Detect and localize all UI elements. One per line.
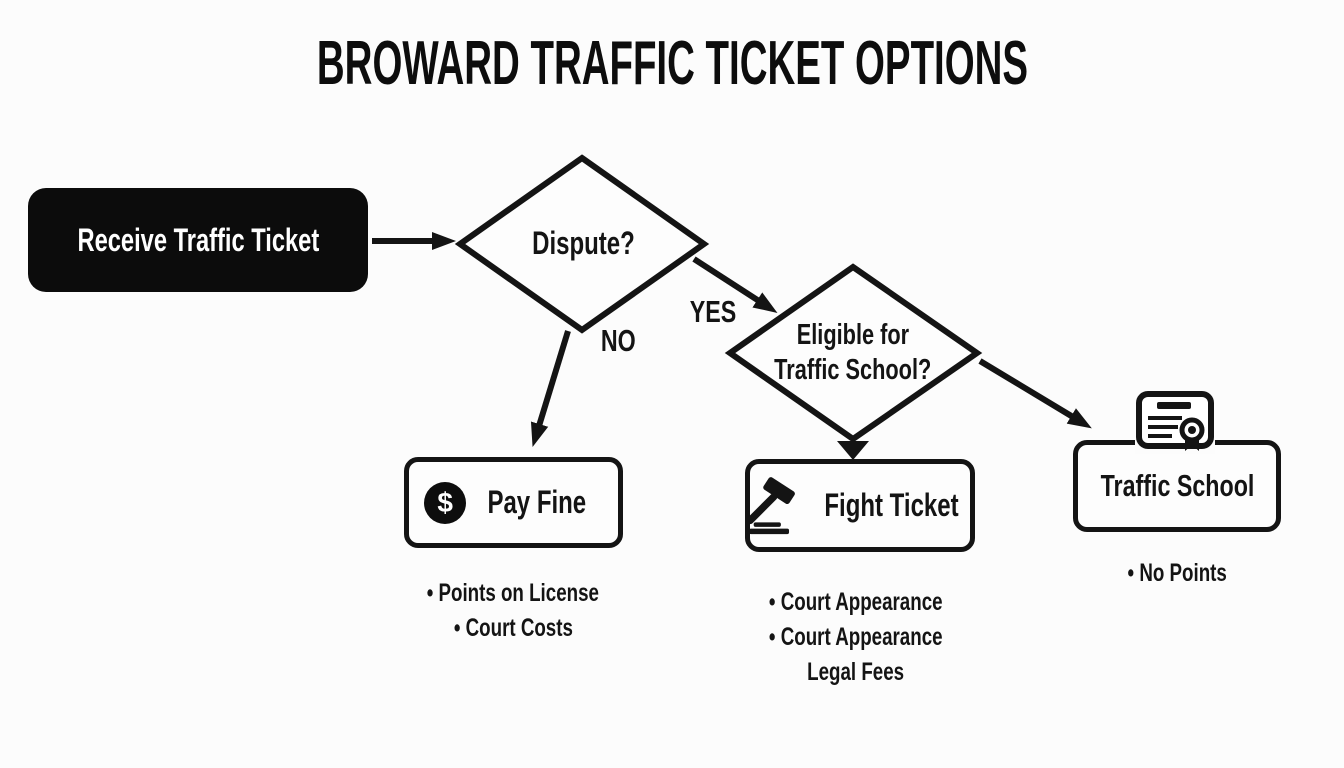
gavel-icon (740, 476, 800, 536)
arrow-eligible-to-fight (837, 441, 869, 460)
node-fight-ticket: Fight Ticket (745, 459, 975, 552)
eligible-label-line2: Traffic School? (774, 354, 932, 386)
dispute-diamond-shape (454, 154, 710, 334)
eligible-diamond-shape (724, 263, 983, 443)
edge-label-yes: YES (689, 294, 737, 329)
node-receive-label: Receive Traffic Ticket (77, 221, 319, 258)
node-receive-traffic-ticket: Receive Traffic Ticket (28, 188, 368, 292)
pay-fine-consequences: • Points on License • Court Costs (383, 576, 643, 646)
certificate-icon (1135, 390, 1215, 454)
bullet-points-on-license: • Points on License (426, 579, 600, 607)
traffic-school-label: Traffic School (1100, 468, 1254, 503)
dollar-icon: $ (424, 481, 467, 524)
edge-label-no: NO (600, 323, 636, 358)
arrow-yes-to-eligible (692, 256, 778, 313)
node-dispute-decision: Dispute? (458, 215, 708, 271)
fight-ticket-consequences: • Court Appearance • Court Appearance Le… (726, 585, 986, 690)
node-pay-fine: $ Pay Fine (404, 457, 623, 548)
bullet-court-costs: • Court Costs (453, 614, 573, 642)
traffic-school-consequences: • No Points (1066, 556, 1288, 591)
bullet-legal-fees: Legal Fees (807, 658, 905, 686)
bullet-no-points: • No Points (1127, 559, 1227, 587)
arrow-eligible-to-school (978, 358, 1092, 429)
bullet-court-appearance-2: • Court Appearance (769, 623, 943, 651)
fight-ticket-label: Fight Ticket (823, 487, 959, 523)
page-title: BROWARD TRAFFIC TICKET OPTIONS (0, 29, 1344, 98)
pay-fine-label: Pay Fine (487, 484, 587, 520)
arrow-no-to-pay-fine (530, 330, 571, 448)
bullet-court-appearance-1: • Court Appearance (769, 588, 943, 616)
eligible-label-line1: Eligible for (796, 319, 910, 351)
node-traffic-school: Traffic School (1073, 440, 1281, 532)
dollar-glyph: $ (437, 486, 453, 518)
node-eligible-decision: Eligible for Traffic School? (738, 311, 968, 395)
dispute-label: Dispute? (531, 224, 635, 261)
page-title-text: BROWARD TRAFFIC TICKET OPTIONS (316, 29, 1028, 98)
